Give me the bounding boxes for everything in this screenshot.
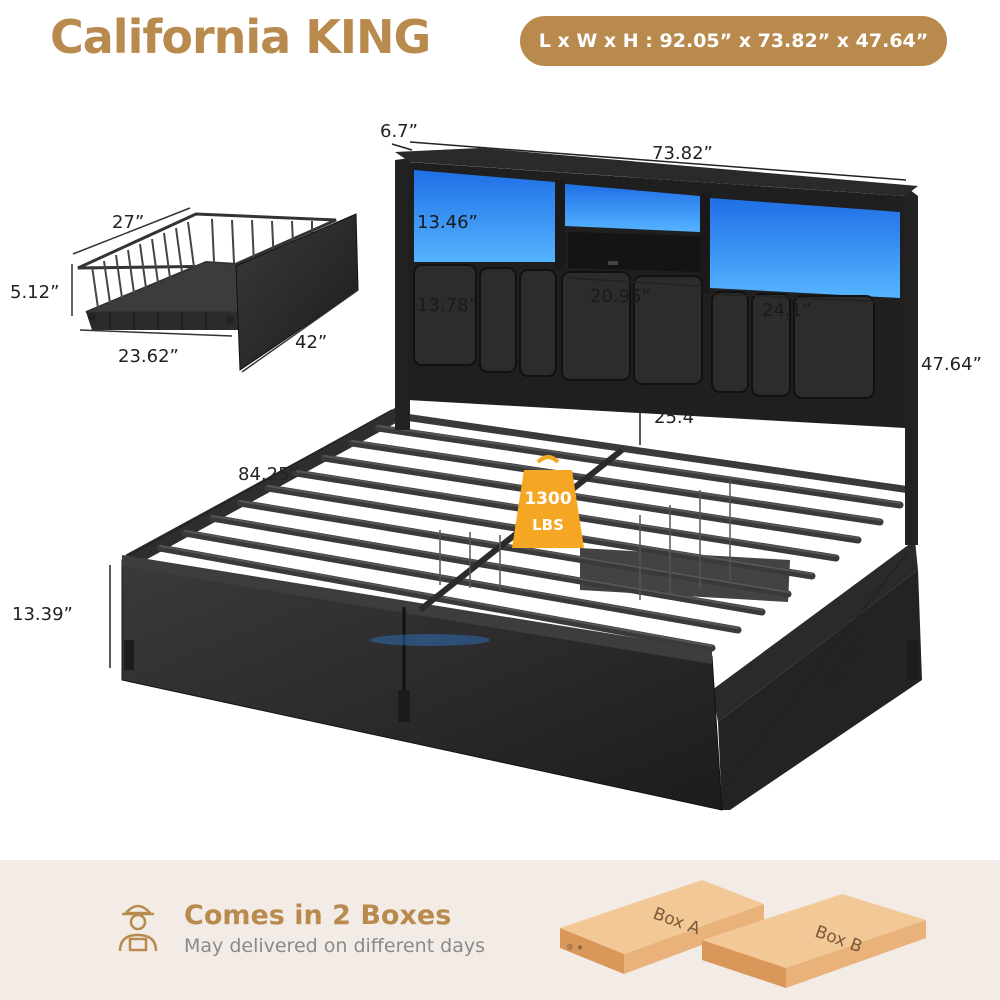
side-width-label: 24.1”: [762, 300, 811, 321]
weight-unit: LBS: [532, 516, 564, 534]
drawer-width-label: 23.62”: [118, 346, 179, 367]
headboard-width-label: 73.82”: [652, 143, 713, 164]
product-figure: 27” 5.12” 23.62” 42”: [10, 121, 982, 811]
shelf-height-label: 13.46”: [417, 212, 478, 233]
drawer-depth-label: 27”: [112, 212, 144, 233]
dimensions-badge: L x W x H : 92.05” x 73.82” x 47.64”: [520, 16, 947, 66]
headboard: [395, 148, 918, 545]
drawer-height-label: 5.12”: [10, 282, 59, 303]
shipping-subtitle: May delivered on different days: [184, 935, 486, 957]
weight-badge: 1300 LBS: [512, 455, 584, 548]
center-width-label: 20.95”: [590, 286, 651, 307]
slat-span-label: 84.25”: [238, 464, 299, 485]
weight-icon: [512, 470, 584, 548]
drawer-illustration: [77, 212, 359, 371]
delivery-person-icon: [118, 904, 158, 952]
page-title: California KING: [50, 10, 431, 64]
side-height-label: 13.39”: [12, 604, 73, 625]
drawer-length-label: 42”: [295, 332, 327, 353]
bed-frame: [121, 408, 922, 811]
total-height-label: 47.64”: [921, 354, 982, 375]
shipping-title: Comes in 2 Boxes: [184, 900, 452, 931]
shipping-boxes: Box A ® ★ Box B: [560, 880, 926, 988]
box-a-stamp: ® ★: [566, 943, 584, 952]
weight-value: 1300: [524, 489, 571, 509]
box-a: Box A ® ★: [560, 880, 764, 974]
headboard-depth-label: 6.7”: [380, 121, 418, 142]
panel-height-label: 13.78”: [417, 295, 478, 316]
clearance-label: 25.4”: [654, 407, 703, 428]
box-b: Box B: [702, 894, 926, 988]
